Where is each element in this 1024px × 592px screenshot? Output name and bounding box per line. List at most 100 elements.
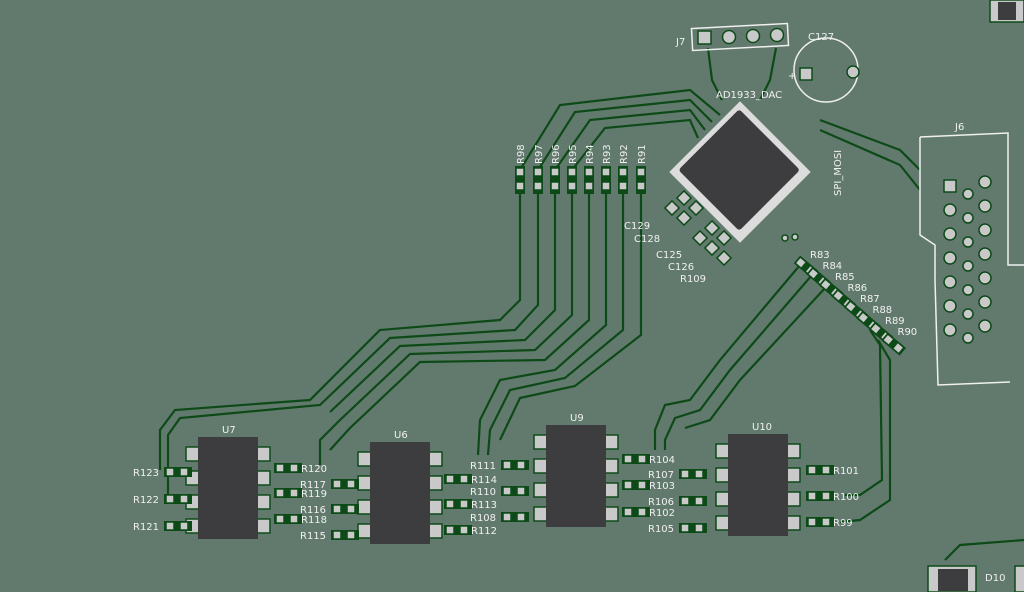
resistor xyxy=(444,499,472,509)
resistor xyxy=(881,332,907,356)
opamp-label: U7 xyxy=(222,425,236,436)
resistor xyxy=(622,454,650,464)
opamp-label: U10 xyxy=(752,422,772,433)
resistor xyxy=(274,514,302,524)
cap-label: C126 xyxy=(668,262,694,273)
resistor xyxy=(806,465,834,475)
resistor-label: R121 xyxy=(133,522,159,533)
polarity-plus-mark: + xyxy=(788,71,796,82)
resistor xyxy=(274,463,302,473)
resistor-label: R91 xyxy=(637,144,648,164)
connector-j7: J7 xyxy=(675,22,790,52)
resistor-label: R92 xyxy=(619,144,630,164)
resistor-label: R104 xyxy=(649,455,675,466)
cap-label: R109 xyxy=(680,274,706,285)
resistor-label: R89 xyxy=(885,316,905,327)
resistor-label: R107 xyxy=(648,470,674,481)
resistor xyxy=(444,525,472,535)
resistor-label: R96 xyxy=(551,144,562,164)
resistor-label: R98 xyxy=(516,144,527,164)
resistor xyxy=(501,486,529,496)
cap-label: C129 xyxy=(624,221,650,232)
resistor-label: R123 xyxy=(133,468,159,479)
resistor xyxy=(164,467,192,477)
resistor-label: R95 xyxy=(568,144,579,164)
resistor-label: R83 xyxy=(810,250,830,261)
resistor-label: R105 xyxy=(648,524,674,535)
resistor-label: R112 xyxy=(471,526,497,537)
spi-mosi-label: SPI_MOSI xyxy=(833,150,844,196)
resistor-label: R97 xyxy=(534,144,545,164)
resistor xyxy=(274,488,302,498)
cap-label: C125 xyxy=(656,250,682,261)
resistor xyxy=(515,166,525,194)
resistor xyxy=(444,474,472,484)
resistor xyxy=(601,166,611,194)
cap-label: C128 xyxy=(634,234,660,245)
resistor-label: R85 xyxy=(835,272,855,283)
resistor-label: R90 xyxy=(898,327,918,338)
diode-d10: D10 xyxy=(927,0,1024,592)
resistor xyxy=(501,460,529,470)
resistor xyxy=(331,479,359,489)
resistor-label: R117 xyxy=(300,480,326,491)
resistor xyxy=(550,166,560,194)
j6-label: J6 xyxy=(954,122,964,133)
resistor-label: R103 xyxy=(649,481,675,492)
resistor-label: R94 xyxy=(585,144,596,164)
resistor xyxy=(501,512,529,522)
copper-traces xyxy=(158,47,1024,561)
resistor-label: R88 xyxy=(873,305,893,316)
resistor-label: R120 xyxy=(301,464,327,475)
resistor-label: R93 xyxy=(602,144,613,164)
resistor-label: R101 xyxy=(833,466,859,477)
resistor-label: R114 xyxy=(471,475,497,486)
dac-label: AD1933_DAC xyxy=(716,90,782,101)
resistor xyxy=(806,491,834,501)
resistor-label: R122 xyxy=(133,495,159,506)
resistor-label: R113 xyxy=(471,500,497,511)
ic-ad1933-dac: AD1933_DAC SPI_MOSI xyxy=(669,90,844,243)
resistor-label: R87 xyxy=(860,294,880,305)
resistor-label: R116 xyxy=(300,505,326,516)
resistor xyxy=(533,166,543,194)
resistor-label: R106 xyxy=(648,497,674,508)
resistor xyxy=(331,530,359,540)
opamp-label: U9 xyxy=(570,413,584,424)
resistor-label: R102 xyxy=(649,508,675,519)
c127-label: C127 xyxy=(808,32,834,43)
resistor xyxy=(164,494,192,504)
capacitor-c127: C127 + xyxy=(788,32,860,103)
resistor-label: R110 xyxy=(470,487,496,498)
resistor xyxy=(567,166,577,194)
resistor xyxy=(806,517,834,527)
resistor xyxy=(679,469,707,479)
resistor xyxy=(622,480,650,490)
resistor-label: R100 xyxy=(833,492,859,503)
connector-j6: J6 xyxy=(919,122,1024,386)
resistor xyxy=(622,507,650,517)
opamp-label: U6 xyxy=(394,430,408,441)
resistor-label: R119 xyxy=(301,489,327,500)
resistor-label: R99 xyxy=(833,518,853,529)
resistor-label: R84 xyxy=(823,261,843,272)
resistor-label: R115 xyxy=(300,531,326,542)
resistor xyxy=(679,523,707,533)
resistor xyxy=(618,166,628,194)
dac-resistor-array: R98 R97 R96 R95 R94 R93 R92 R91 xyxy=(515,144,648,194)
resistor xyxy=(584,166,594,194)
resistor xyxy=(164,521,192,531)
d10-label: D10 xyxy=(985,573,1005,584)
resistor xyxy=(679,496,707,506)
resistor xyxy=(331,504,359,514)
resistor xyxy=(636,166,646,194)
resistor-label: R111 xyxy=(470,461,496,472)
